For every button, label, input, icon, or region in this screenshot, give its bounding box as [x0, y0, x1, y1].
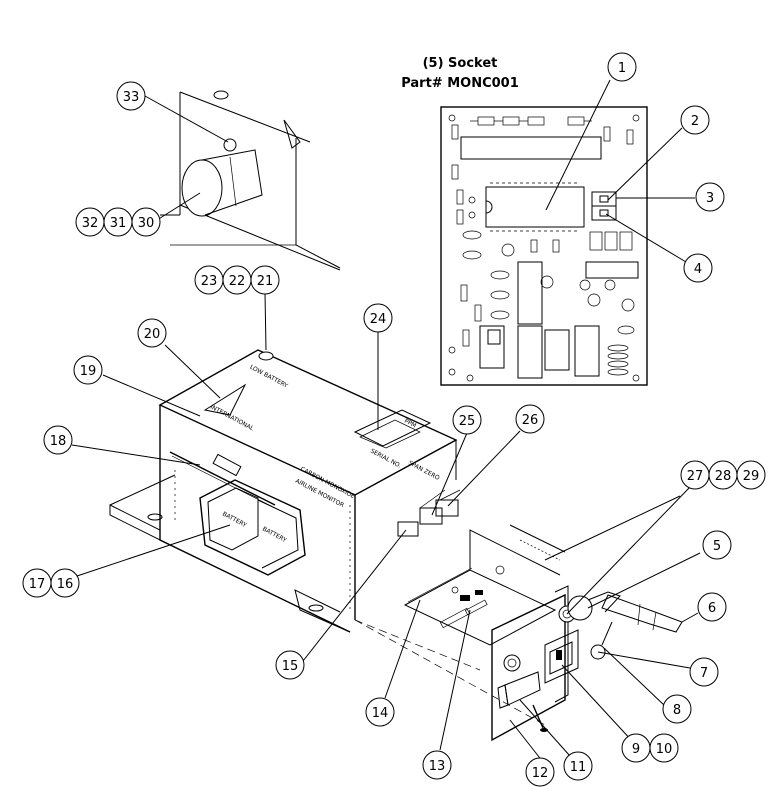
- svg-text:15: 15: [282, 659, 299, 674]
- svg-text:26: 26: [522, 413, 539, 428]
- serial-number-label: SERIAL NO.: [369, 448, 402, 470]
- callout-1: 1: [607, 52, 637, 82]
- callout-27: 27: [680, 460, 710, 490]
- callout-23: 23: [194, 265, 224, 295]
- svg-text:25: 25: [459, 414, 476, 429]
- callout-16: 16: [50, 568, 80, 598]
- callout-4: 4: [683, 253, 713, 283]
- ppm-label: PPM: [403, 418, 417, 430]
- svg-text:14: 14: [372, 706, 389, 721]
- svg-text:12: 12: [532, 766, 549, 781]
- enclosure-leaders: [64, 292, 379, 581]
- socket-title: (5) Socket: [423, 56, 498, 71]
- callout-30: 30: [131, 207, 161, 237]
- svg-text:28: 28: [715, 469, 732, 484]
- svg-text:2: 2: [691, 114, 699, 129]
- callout-18: 18: [43, 425, 73, 455]
- svg-text:4: 4: [694, 262, 702, 277]
- svg-text:29: 29: [743, 469, 760, 484]
- svg-text:3: 3: [706, 191, 714, 206]
- callout-19: 19: [73, 355, 103, 385]
- svg-text:21: 21: [257, 274, 274, 289]
- callout-8: 8: [662, 694, 692, 724]
- callout-7: 7: [689, 657, 719, 687]
- svg-text:27: 27: [687, 469, 704, 484]
- callout-31: 31: [103, 207, 133, 237]
- svg-text:22: 22: [229, 274, 246, 289]
- callout-21: 21: [250, 265, 280, 295]
- svg-text:33: 33: [123, 90, 140, 105]
- callout-24: 24: [363, 303, 393, 333]
- svg-text:10: 10: [656, 742, 673, 757]
- callout-25: 25: [452, 405, 482, 435]
- svg-text:18: 18: [50, 434, 67, 449]
- svg-text:16: 16: [57, 577, 74, 592]
- callout-13: 13: [422, 750, 452, 780]
- callout-22: 22: [222, 265, 252, 295]
- battery-label-2: BATTERY: [261, 526, 288, 545]
- socket-part-number: Part# MONC001: [401, 76, 519, 91]
- circuit-board-pcb: [440, 79, 695, 386]
- svg-text:9: 9: [632, 742, 640, 757]
- callout-9: 9: [621, 733, 651, 763]
- svg-text:17: 17: [29, 577, 46, 592]
- svg-text:6: 6: [708, 601, 716, 616]
- callout-26: 26: [515, 404, 545, 434]
- callout-20: 20: [137, 318, 167, 348]
- callout-11: 11: [563, 751, 593, 781]
- callout-33: 33: [116, 81, 146, 111]
- callout-14: 14: [365, 697, 395, 727]
- callout-29: 29: [736, 460, 766, 490]
- callout-32: 32: [75, 207, 105, 237]
- low-battery-label: LOW BATTERY: [249, 364, 290, 390]
- callout-12: 12: [525, 757, 555, 787]
- svg-text:31: 31: [110, 216, 127, 231]
- svg-text:8: 8: [673, 703, 681, 718]
- callout-17: 17: [22, 568, 52, 598]
- svg-text:20: 20: [144, 327, 161, 342]
- svg-text:19: 19: [80, 364, 97, 379]
- svg-text:11: 11: [570, 760, 587, 775]
- callouts: 1 2 3 4 5 6 7 8 9 10 11 12 13 14 15 16 1…: [22, 52, 766, 787]
- callout-5: 5: [702, 530, 732, 560]
- callout-6: 6: [697, 592, 727, 622]
- svg-text:24: 24: [370, 312, 387, 327]
- svg-text:7: 7: [700, 666, 708, 681]
- callout-3: 3: [695, 182, 725, 212]
- svg-text:23: 23: [201, 274, 218, 289]
- callout-15: 15: [275, 650, 305, 680]
- svg-text:5: 5: [713, 539, 721, 554]
- span-zero-label: SPAN ZERO: [407, 460, 441, 482]
- monitor-enclosure: LOW BATTERY INTERNATIONAL PPM SERIAL NO.…: [109, 349, 481, 671]
- callout-28: 28: [708, 460, 738, 490]
- sensor-board-assembly: [302, 430, 701, 763]
- callout-10: 10: [649, 733, 679, 763]
- svg-text:30: 30: [138, 216, 155, 231]
- svg-text:1: 1: [618, 61, 626, 76]
- battery-holder-detail: [144, 90, 341, 271]
- svg-text:13: 13: [429, 759, 446, 774]
- callout-2: 2: [680, 105, 710, 135]
- svg-text:32: 32: [82, 216, 99, 231]
- brand-label: INTERNATIONAL: [209, 404, 255, 433]
